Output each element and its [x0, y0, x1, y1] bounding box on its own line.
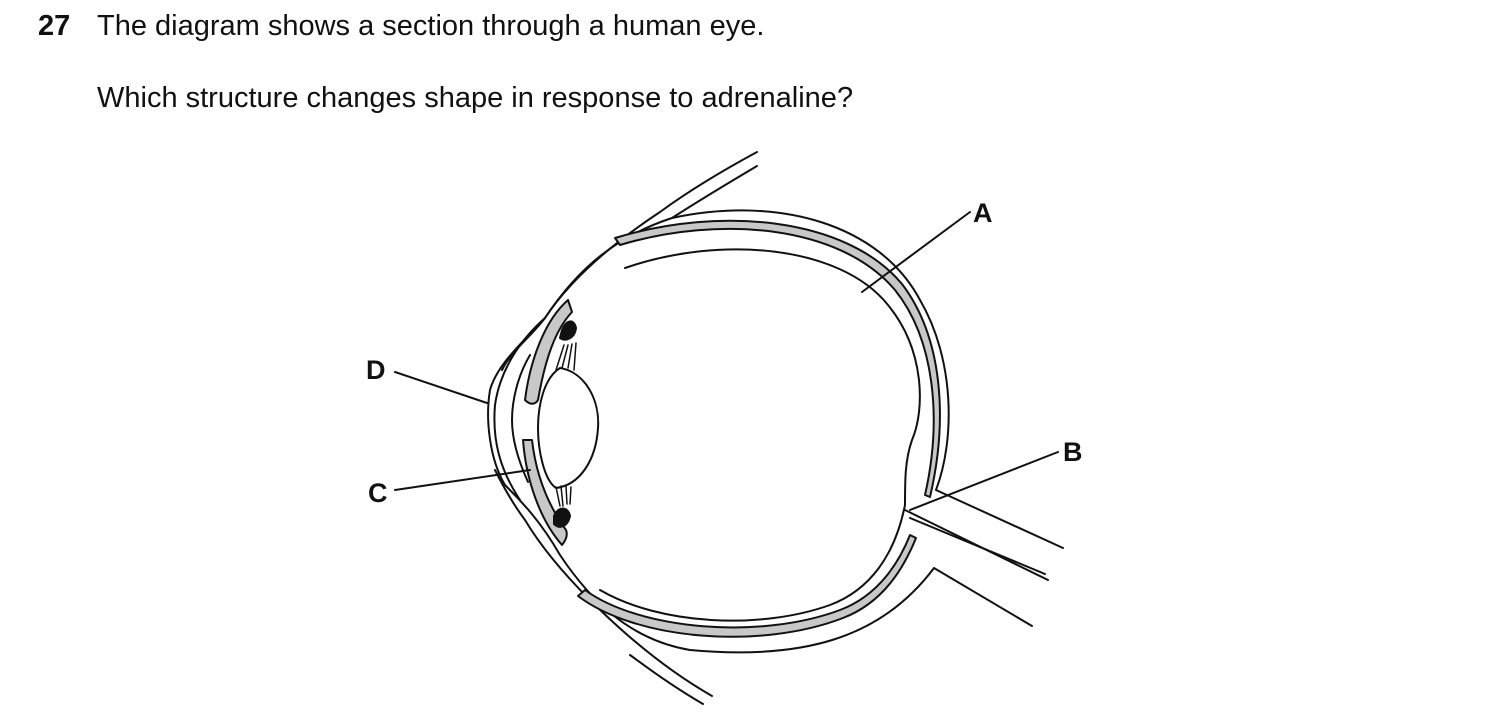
question-prompt: Which structure changes shape in respons…: [97, 82, 854, 114]
label-a-line: [861, 211, 971, 293]
upper-eyelid-inner: [671, 165, 758, 219]
question-number: 27: [38, 10, 71, 42]
iris-lower: [522, 439, 568, 546]
upper-eyelid: [501, 151, 758, 371]
ciliary-body-lower: [553, 507, 571, 528]
lens: [537, 367, 600, 489]
suspensory-ligaments-lower: [555, 485, 572, 507]
label-c: C: [368, 478, 388, 508]
label-c-line: [394, 469, 531, 491]
label-d-line: [394, 371, 488, 404]
optic-nerve-lower: [909, 517, 1046, 575]
label-b: B: [1063, 437, 1083, 467]
label-a: A: [973, 198, 993, 228]
retina-inner: [599, 248, 921, 622]
sclera-outer: [487, 209, 1064, 654]
lower-eyelid: [494, 469, 713, 697]
question-stem: The diagram shows a section through a hu…: [97, 10, 765, 42]
cornea-inner: [511, 354, 531, 483]
cornea: [493, 317, 546, 501]
suspensory-ligaments-upper: [555, 342, 577, 371]
label-b-line: [909, 451, 1059, 511]
choroid: [614, 219, 941, 498]
ciliary-body-upper: [559, 320, 577, 341]
eye-drawing: [394, 151, 1064, 705]
lower-eyelid-inner: [629, 654, 704, 705]
iris-upper: [524, 299, 573, 405]
choroid-lower: [577, 534, 917, 638]
label-d: D: [366, 355, 386, 385]
